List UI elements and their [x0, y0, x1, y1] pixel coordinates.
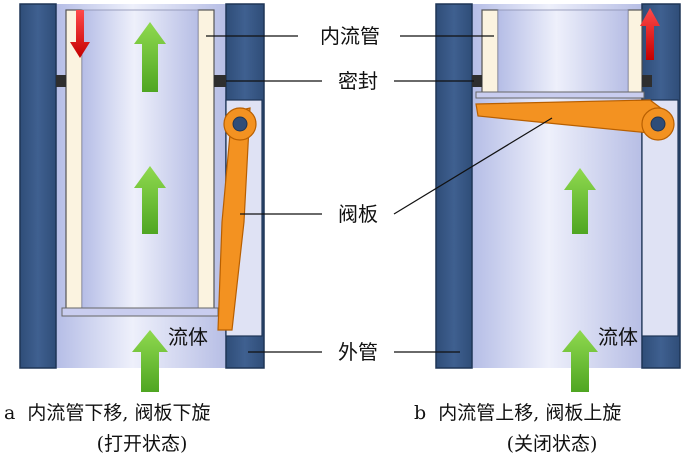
caption-b-line1: b 内流管上移, 阀板上旋 [414, 402, 621, 424]
inner-tube-rim [61, 307, 219, 317]
label-outer-tube: 外管 [338, 340, 378, 364]
panel-a [19, 3, 265, 392]
seal-right-b [642, 75, 652, 87]
flow-arrow-b-middle [564, 168, 596, 234]
inner-tube-bore [81, 9, 199, 311]
leader-lines [206, 35, 553, 353]
flow-arrow-a-top [134, 22, 166, 92]
inner-tube-right-wall [197, 9, 215, 311]
label-seal: 密封 [338, 69, 378, 93]
label-valve-plate: 阀板 [338, 202, 378, 226]
label-fluid-a: 流体 [168, 325, 208, 349]
leader-valve-b [393, 117, 553, 215]
valve-hinge-pin [232, 116, 248, 132]
seal-right [214, 75, 226, 87]
seal-left [56, 75, 66, 87]
inner-tube-left-wall-b [481, 9, 499, 95]
flow-arrow-b-bottom [562, 330, 598, 392]
inner-tube-bore-b [497, 9, 629, 95]
inner-tube-rim-b [475, 91, 645, 99]
seal-left-b [472, 75, 482, 87]
down-motion-arrow [70, 10, 90, 58]
inner-tube-right-wall-b [627, 9, 643, 95]
panel-b [435, 3, 681, 392]
valve-hinge-pin-b [650, 116, 666, 132]
flow-arrow-a-middle [134, 166, 166, 234]
up-motion-arrow [640, 8, 660, 60]
caption-b-line2: (关闭状态) [507, 433, 598, 455]
caption-a-line2: (打开状态) [97, 433, 188, 455]
outer-tube-left-wall-b [435, 3, 473, 369]
valve-chamber-b [641, 99, 679, 337]
label-fluid-b: 流体 [598, 325, 638, 349]
caption-a-line1: a 内流管下移, 阀板下旋 [4, 402, 211, 424]
valve-plate [217, 107, 251, 331]
label-inner-tube: 内流管 [320, 24, 380, 48]
flow-arrow-a-bottom [132, 330, 168, 392]
outer-tube-left-wall [19, 3, 57, 369]
